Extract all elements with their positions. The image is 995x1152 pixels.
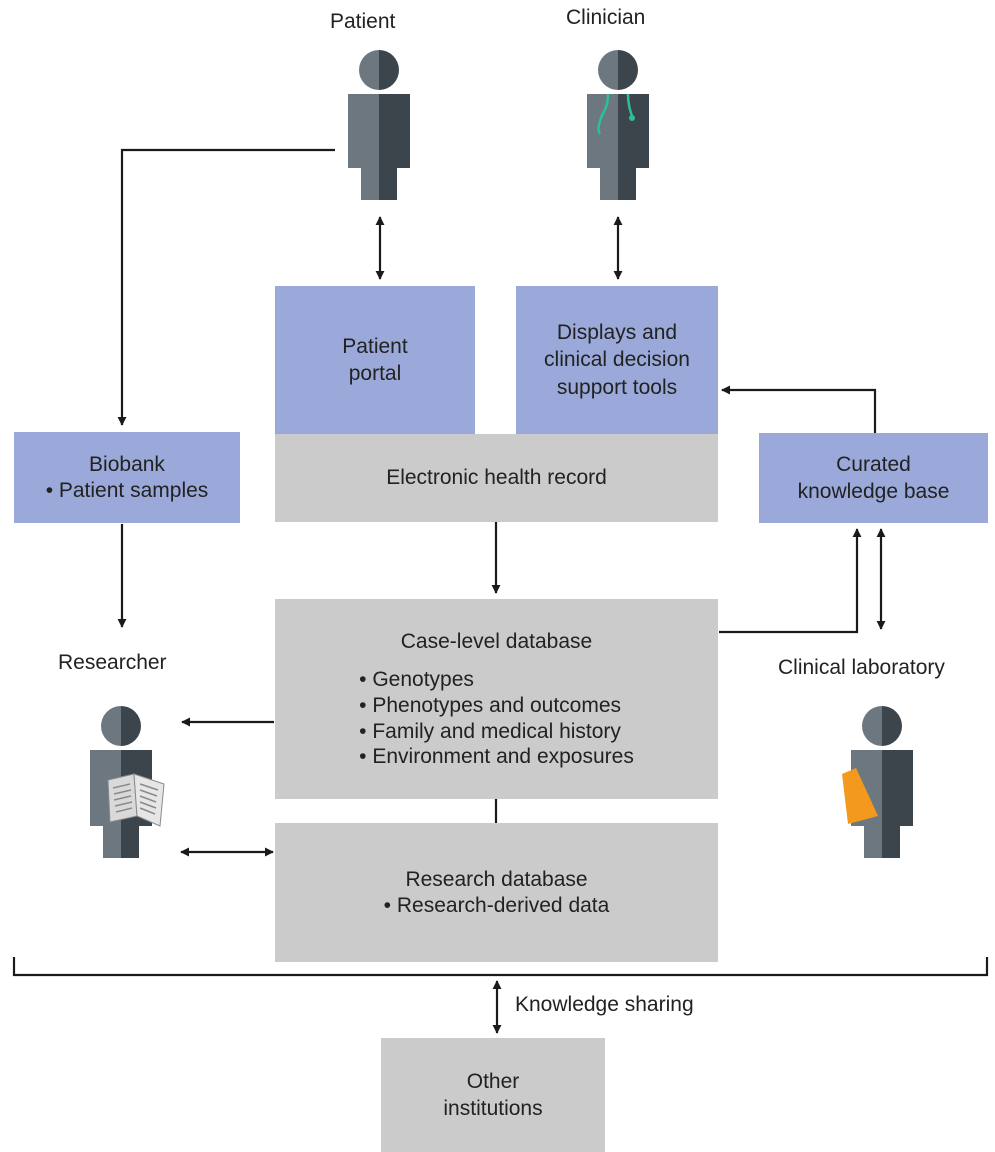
book-icon	[107, 773, 165, 827]
curated-knowledge-base-box: Curated knowledge base	[759, 433, 988, 523]
arrow-patient-to-biobank	[117, 148, 335, 426]
case-level-database-box: Case-level database Genotypes Phenotypes…	[275, 599, 718, 799]
list-item: Genotypes	[359, 667, 634, 693]
flask-icon	[842, 768, 878, 824]
displays-line-2: clinical decision	[544, 348, 690, 372]
list-item: Phenotypes and outcomes	[359, 693, 634, 719]
other-institutions-line-1: Other	[466, 1069, 520, 1093]
arrow-case-db-to-kb	[719, 528, 862, 634]
list-item: Environment and exposures	[359, 744, 634, 770]
research-database-box: Research database Research-derived data	[275, 823, 718, 962]
research-db-title: Research database	[405, 868, 588, 892]
biobank-title: Biobank	[89, 453, 165, 477]
other-institutions-box: Other institutions	[381, 1038, 605, 1152]
biobank-box: Biobank Patient samples	[14, 432, 240, 523]
patient-label: Patient	[330, 10, 396, 33]
clinician-figure-icon	[587, 50, 649, 200]
arrow-kb-to-displays	[721, 385, 877, 433]
list-item: Research-derived data	[384, 893, 609, 919]
case-db-list: Genotypes Phenotypes and outcomes Family…	[359, 667, 634, 769]
other-institutions-line-2: institutions	[443, 1097, 543, 1120]
lab-figure-icon	[842, 706, 913, 858]
clinician-label: Clinician	[566, 6, 646, 29]
clinical-laboratory-label: Clinical laboratory	[778, 656, 945, 679]
list-item: Patient samples	[46, 478, 208, 504]
electronic-health-record-box: Electronic health record	[275, 434, 718, 522]
list-item: Family and medical history	[359, 719, 634, 745]
displays-box: Displays and clinical decision support t…	[516, 286, 718, 434]
biobank-list: Patient samples	[46, 478, 208, 504]
patient-portal-line-2: portal	[348, 362, 402, 385]
patient-portal-line-1: Patient	[342, 334, 408, 358]
displays-line-3: support tools	[556, 375, 678, 399]
researcher-figure-icon	[90, 706, 165, 858]
research-db-list: Research-derived data	[384, 893, 609, 919]
researcher-label: Researcher	[58, 651, 167, 674]
patient-portal-box: Patient portal	[275, 286, 475, 434]
ehr-label: Electronic health record	[386, 466, 607, 490]
case-db-title: Case-level database	[400, 630, 593, 654]
displays-line-1: Displays and	[556, 321, 678, 345]
curated-kb-line-2: knowledge base	[797, 480, 950, 503]
curated-kb-line-1: Curated	[836, 452, 911, 476]
bracket-knowledge-sharing	[12, 957, 989, 977]
knowledge-sharing-label: Knowledge sharing	[515, 993, 694, 1016]
patient-figure-icon	[348, 50, 410, 200]
